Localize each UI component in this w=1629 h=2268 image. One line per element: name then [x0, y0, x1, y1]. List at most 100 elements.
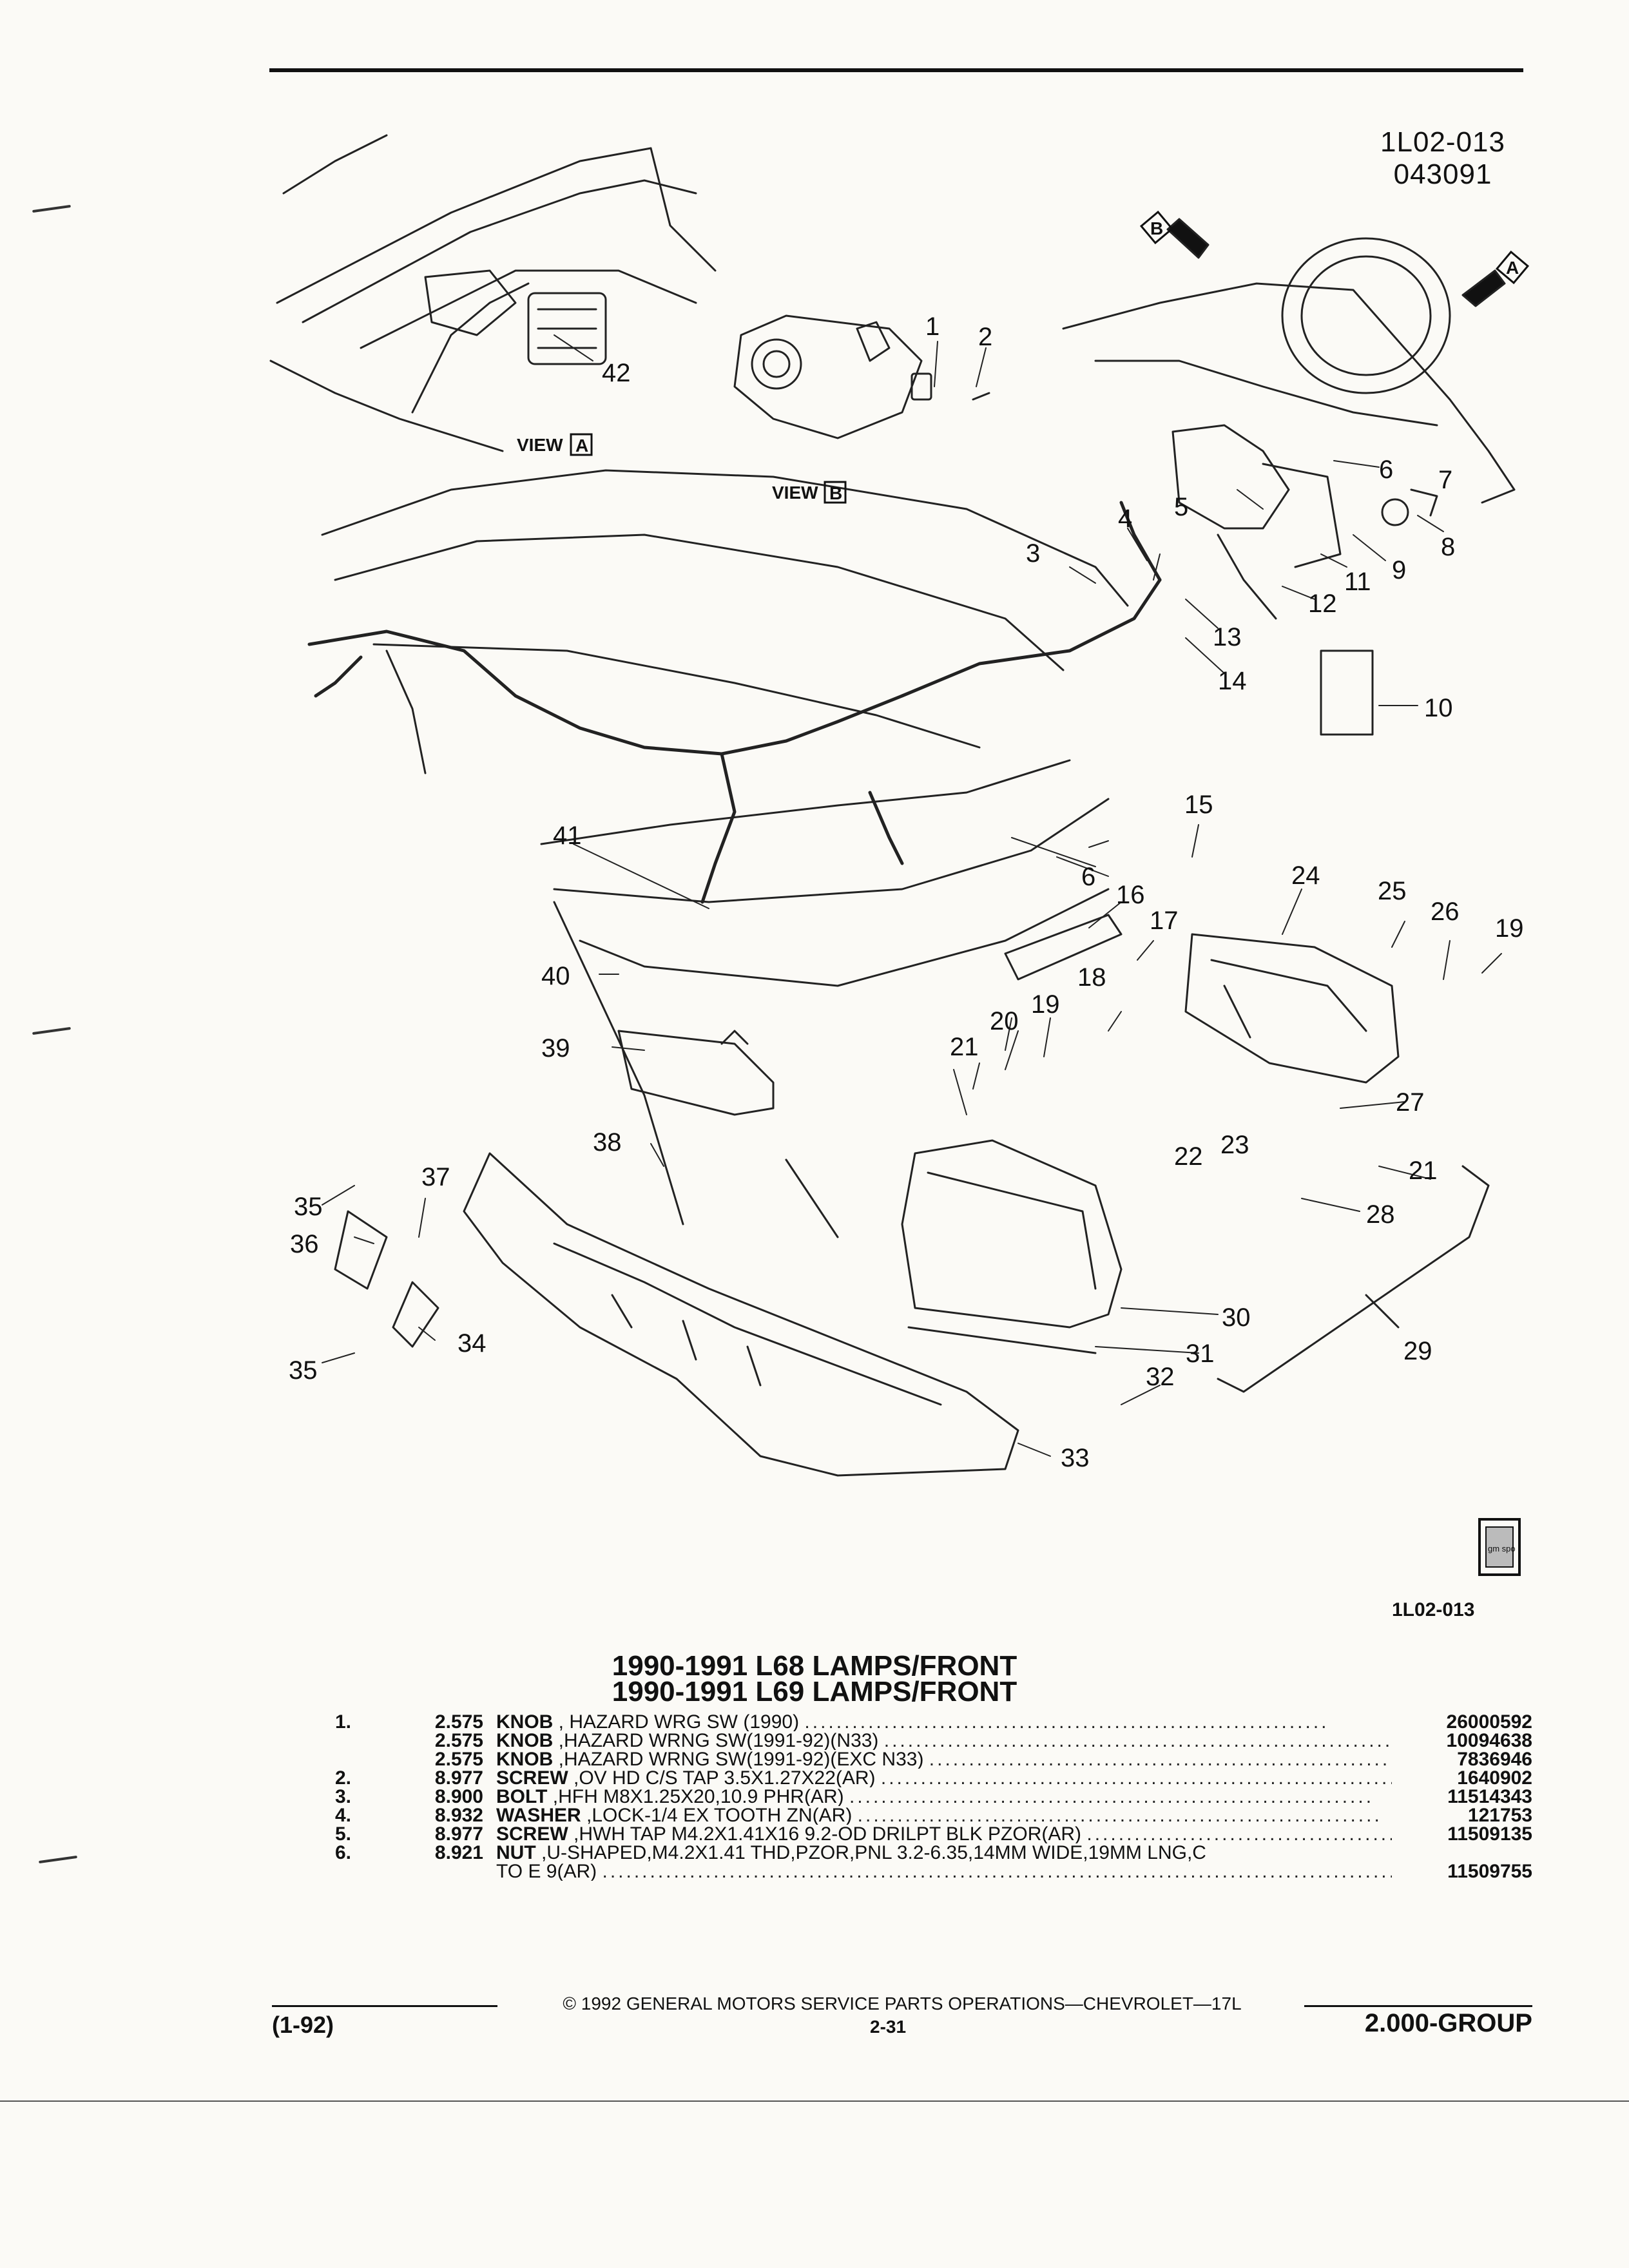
callout-41: 41 — [553, 822, 582, 850]
part-description: KNOB ,HAZARD WRNG SW(1991-92)(N33) .....… — [496, 1731, 1392, 1750]
arrow-a-letter: A — [1506, 258, 1519, 278]
leader-dots: ........................................… — [804, 1713, 1329, 1731]
view-a-label: VIEW — [517, 435, 563, 455]
item-number: 6. — [335, 1842, 352, 1863]
document-date-code: 043091 — [1393, 159, 1492, 190]
part-number: 10094638 — [1446, 1730, 1532, 1751]
part-name: KNOB — [496, 1713, 554, 1731]
gm-spo-logo-text: gm spo — [1488, 1544, 1516, 1553]
callout-1: 1 — [925, 312, 940, 341]
callout-21-left: 21 — [950, 1033, 979, 1061]
item-number: 1. — [335, 1711, 352, 1733]
part-description: NUT ,U-SHAPED,M4.2X1.41 THD,PZOR,PNL 3.2… — [496, 1843, 1392, 1862]
instrument-panel-illustration — [1062, 237, 1516, 736]
parts-list: 1. 2.575 KNOB , HAZARD WRG SW (1990) ...… — [335, 1713, 1532, 1881]
part-number: 1640902 — [1457, 1767, 1532, 1789]
view-b-letter: B — [829, 483, 842, 503]
callout-27: 27 — [1396, 1088, 1425, 1117]
parts-row: 5. 8.977 SCREW ,HWH TAP M4.2X1.41X16 9.2… — [335, 1823, 1532, 1845]
callout-39: 39 — [541, 1034, 570, 1062]
callout-13: 13 — [1213, 623, 1242, 651]
part-number: 26000592 — [1446, 1711, 1532, 1733]
part-name: KNOB — [496, 1750, 554, 1769]
item-number: 5. — [335, 1823, 352, 1845]
group-number: 2.575 — [434, 1749, 483, 1770]
leader-dots: ........................................… — [883, 1731, 1392, 1750]
part-detail: TO E 9(AR) — [496, 1862, 597, 1881]
parts-row: 6. 8.921 NUT ,U-SHAPED,M4.2X1.41 THD,PZO… — [335, 1842, 1532, 1863]
callout-24: 24 — [1291, 861, 1320, 890]
callout-28: 28 — [1366, 1200, 1395, 1229]
leader-dots: ........................................… — [857, 1806, 1382, 1825]
part-name: WASHER — [496, 1806, 581, 1825]
part-description: KNOB ,HAZARD WRNG SW(1991-92)(EXC N33) .… — [496, 1750, 1392, 1769]
part-name: SCREW — [496, 1825, 568, 1843]
part-name: NUT — [496, 1843, 536, 1862]
part-description: SCREW ,OV HD C/S TAP 3.5X1.27X22(AR) ...… — [496, 1769, 1392, 1787]
part-name: KNOB — [496, 1731, 554, 1750]
callout-17: 17 — [1150, 907, 1179, 935]
callout-37: 37 — [421, 1163, 450, 1191]
exploded-parts-diagram: VIEW A VIEW B B A gm spo 1 2 3 4 5 6 6 7… — [269, 134, 1530, 1576]
callout-10: 10 — [1424, 694, 1453, 722]
callout-7: 7 — [1438, 466, 1452, 494]
gm-spo-logo — [1478, 1518, 1521, 1576]
footer-rule-left — [272, 2005, 497, 2007]
view-b-label: VIEW — [772, 483, 818, 503]
callout-6-lower: 6 — [1081, 863, 1095, 891]
callout-14: 14 — [1218, 667, 1247, 695]
part-name: BOLT — [496, 1787, 548, 1806]
group-number: 2.575 — [434, 1730, 483, 1751]
leader-dots: ........................................… — [602, 1862, 1392, 1881]
document-id: 1L02-013 — [1380, 126, 1505, 158]
section-title-l68: 1990-1991 L68 LAMPS/FRONT — [612, 1650, 1017, 1682]
callout-9: 9 — [1392, 556, 1406, 584]
headlamp-housing-illustration — [1184, 933, 1400, 1084]
item-number: 4. — [335, 1805, 352, 1826]
copyright-notice: © 1992 GENERAL MOTORS SERVICE PARTS OPER… — [563, 1994, 1242, 2013]
page-number: 2-31 — [870, 2017, 907, 2037]
part-number: 121753 — [1467, 1805, 1532, 1826]
side-marker-illustration — [1004, 914, 1123, 981]
callout-4: 4 — [1118, 505, 1132, 533]
scan-artifact-mark — [39, 1855, 77, 1864]
callout-21-right: 21 — [1409, 1157, 1438, 1185]
callout-6-upper: 6 — [1379, 456, 1393, 484]
section-title-l69: 1990-1991 L69 LAMPS/FRONT — [612, 1676, 1017, 1707]
part-detail: ,U-SHAPED,M4.2X1.41 THD,PZOR,PNL 3.2-6.3… — [535, 1843, 1206, 1862]
lower-support-illustration — [334, 1152, 1019, 1477]
view-b-column-illustration — [733, 314, 990, 439]
callout-38: 38 — [593, 1128, 622, 1157]
part-detail: ,HAZARD WRNG SW(1991-92)(EXC N33) — [553, 1750, 924, 1769]
parking-lamp-illustration — [617, 1030, 775, 1116]
group-number: 8.900 — [434, 1786, 483, 1807]
document-id-block: 1L02-013 043091 — [1380, 126, 1505, 191]
part-number: 7836946 — [1457, 1749, 1532, 1770]
group-number: 8.932 — [434, 1805, 483, 1826]
group-number-label: 2.000-GROUP — [1364, 2009, 1532, 2037]
parts-row: 1. 2.575 KNOB , HAZARD WRG SW (1990) ...… — [335, 1711, 1532, 1733]
view-a-letter: A — [575, 436, 588, 456]
callout-23: 23 — [1220, 1131, 1249, 1159]
leader-dots: ........................................… — [849, 1787, 1374, 1806]
callout-32: 32 — [1146, 1363, 1175, 1391]
group-number: 8.921 — [434, 1842, 483, 1863]
group-number: 8.977 — [434, 1823, 483, 1845]
callout-8: 8 — [1441, 533, 1455, 561]
parts-row: TO E 9(AR) .............................… — [335, 1862, 1532, 1881]
group-number: 2.575 — [434, 1711, 483, 1733]
part-description: WASHER ,LOCK-1/4 EX TOOTH ZN(AR) .......… — [496, 1806, 1392, 1825]
leader-dots: ........................................… — [880, 1769, 1392, 1787]
callout-26: 26 — [1431, 898, 1460, 926]
callout-3: 3 — [1026, 539, 1040, 568]
callout-31: 31 — [1186, 1340, 1215, 1368]
front-body-illustration — [321, 469, 1129, 1238]
callout-29-bracket — [1217, 1165, 1490, 1393]
callout-19-right: 19 — [1495, 914, 1524, 943]
part-detail: ,HFH M8X1.25X20,10.9 PHR(AR) — [547, 1787, 844, 1806]
part-detail: , HAZARD WRG SW (1990) — [553, 1713, 800, 1731]
leader-dots: ........................................… — [929, 1750, 1392, 1769]
callout-5: 5 — [1174, 493, 1188, 521]
arrow-b-letter: B — [1150, 218, 1163, 238]
callout-29: 29 — [1403, 1337, 1432, 1365]
